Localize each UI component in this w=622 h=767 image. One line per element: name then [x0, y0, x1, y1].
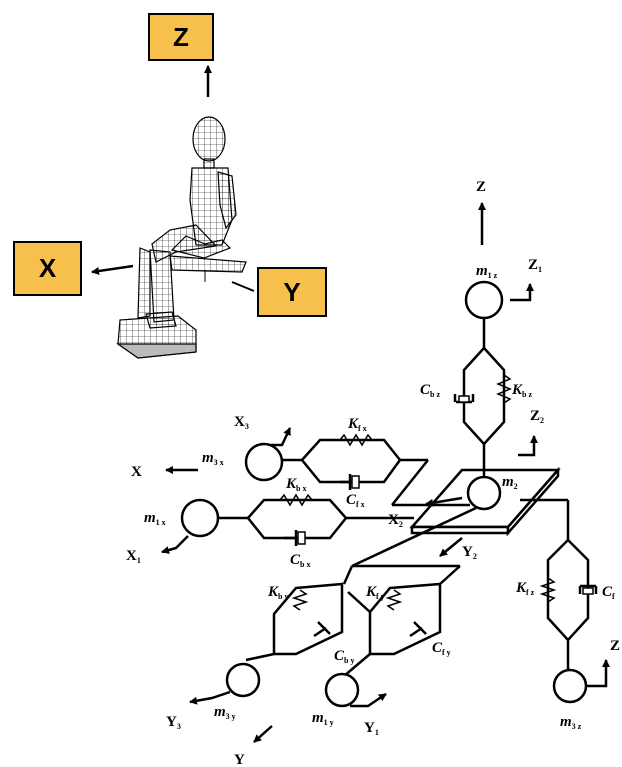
mass-m3x	[244, 442, 284, 482]
svg-text:m2: m2	[502, 474, 518, 491]
svg-text:Kb x: Kb x	[285, 476, 306, 493]
svg-text:Kf x: Kf x	[347, 416, 367, 433]
label-kby: K	[267, 584, 279, 600]
label-m3z: m	[560, 714, 572, 730]
mass-m1z	[464, 280, 504, 320]
label-kbz: K	[511, 382, 523, 398]
y-axis-box: Y	[257, 267, 327, 317]
label-x1: X	[126, 548, 137, 564]
svg-text:Kb z: Kb z	[511, 382, 532, 399]
label-m1z: m	[476, 263, 488, 279]
svg-text:Z2: Z2	[530, 408, 544, 425]
mass-m3z	[552, 668, 588, 704]
coordinate-arrows	[161, 202, 610, 743]
label-x-axis: X	[131, 464, 142, 480]
label-cbz: C	[420, 382, 431, 398]
label-cfy: C	[432, 640, 443, 656]
svg-text:Cf x: Cf x	[346, 492, 365, 509]
label-kfz: K	[515, 580, 527, 596]
svg-text:Cf: Cf	[602, 584, 615, 601]
svg-text:Z1: Z1	[528, 257, 542, 274]
label-m1y: m	[312, 710, 324, 726]
svg-text:m1 y: m1 y	[312, 710, 334, 727]
mass-m1y	[324, 672, 360, 708]
label-y3: Y	[166, 714, 177, 730]
label-y-axis: Y	[234, 752, 245, 767]
label-cbx: C	[290, 552, 301, 568]
svg-text:Y3: Y3	[166, 714, 181, 731]
svg-text:m3 x: m3 x	[202, 450, 224, 467]
label-cby: C	[334, 648, 345, 664]
label-kfx: K	[347, 416, 359, 432]
svg-text:m1 x: m1 x	[144, 510, 166, 527]
seated-dummy-illustration	[116, 116, 247, 359]
label-z3: Z	[610, 638, 620, 654]
label-z1: Z	[528, 257, 538, 273]
label-m2: m	[502, 474, 514, 490]
svg-text:Kf z: Kf z	[515, 580, 535, 597]
svg-text:Y2: Y2	[462, 544, 477, 561]
svg-text:m3 z: m3 z	[560, 714, 582, 731]
svg-text:X1: X1	[126, 548, 141, 565]
x-axis-box: X	[13, 241, 82, 296]
label-y2: Y	[462, 544, 473, 560]
label-z2: Z	[530, 408, 540, 424]
label-cfx: C	[346, 492, 357, 508]
mass-m2	[466, 475, 502, 511]
label-kbx: K	[285, 476, 297, 492]
label-cfz: C	[602, 584, 613, 600]
label-m3x: m	[202, 450, 214, 466]
label-x3: X	[234, 414, 245, 430]
label-x2: X	[388, 512, 399, 528]
svg-text:Kb y: Kb y	[267, 584, 288, 601]
label-y1: Y	[364, 720, 375, 736]
svg-text:Cf y: Cf y	[432, 640, 451, 657]
svg-text:X3: X3	[234, 414, 249, 431]
svg-text:X2: X2	[388, 512, 403, 529]
label-m1x: m	[144, 510, 156, 526]
y-axis-pointer	[231, 281, 255, 292]
label-z-axis: Z	[476, 179, 486, 195]
mass-m3y	[225, 662, 261, 698]
svg-text:m1 z: m1 z	[476, 263, 498, 280]
model-linkages	[218, 319, 598, 677]
svg-text:Y1: Y1	[364, 720, 379, 737]
svg-text:Cb y: Cb y	[334, 648, 354, 665]
x-axis-arrow	[91, 264, 134, 275]
svg-text:Kf y: Kf y	[365, 584, 385, 601]
svg-text:Cb z: Cb z	[420, 382, 440, 399]
label-m3y: m	[214, 704, 226, 720]
z-axis-box: Z	[148, 13, 214, 61]
svg-text:m3 y: m3 y	[214, 704, 236, 721]
mass-m1x	[180, 498, 220, 538]
label-kfy: K	[365, 584, 377, 600]
svg-text:Cb x: Cb x	[290, 552, 310, 569]
